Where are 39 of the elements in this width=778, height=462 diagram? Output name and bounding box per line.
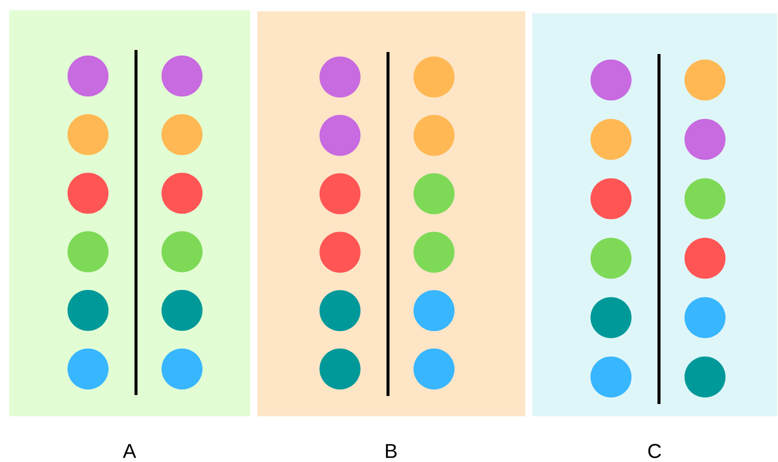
dot	[684, 356, 726, 398]
dot	[590, 60, 632, 100]
dot	[590, 238, 632, 279]
dot	[320, 114, 360, 156]
panel-label: C	[648, 444, 661, 458]
dot	[414, 232, 454, 273]
dot	[320, 348, 360, 390]
dot	[414, 348, 454, 390]
dot	[68, 114, 108, 156]
panel-label: B	[386, 444, 397, 458]
dot	[320, 290, 360, 332]
panel-label: A	[122, 444, 136, 458]
dot	[414, 114, 454, 156]
dot	[684, 297, 726, 338]
dot	[68, 172, 108, 214]
dot	[684, 238, 726, 279]
dot	[162, 231, 202, 272]
dot	[684, 178, 726, 220]
dot	[414, 290, 454, 332]
dot	[162, 56, 202, 96]
dot	[162, 114, 202, 156]
dot	[320, 173, 360, 214]
dot	[684, 60, 726, 100]
dot	[414, 56, 454, 98]
dot	[590, 178, 632, 220]
dot	[590, 297, 632, 338]
dot	[320, 232, 360, 273]
dot	[684, 118, 726, 160]
dot	[68, 231, 108, 272]
dot	[590, 356, 632, 398]
dot	[68, 348, 108, 390]
dot	[162, 290, 202, 331]
dot	[320, 56, 360, 98]
dot	[162, 172, 202, 214]
dot	[414, 173, 454, 214]
dot	[590, 118, 632, 160]
dot	[68, 56, 108, 96]
dot	[162, 348, 202, 390]
dot	[68, 290, 108, 331]
